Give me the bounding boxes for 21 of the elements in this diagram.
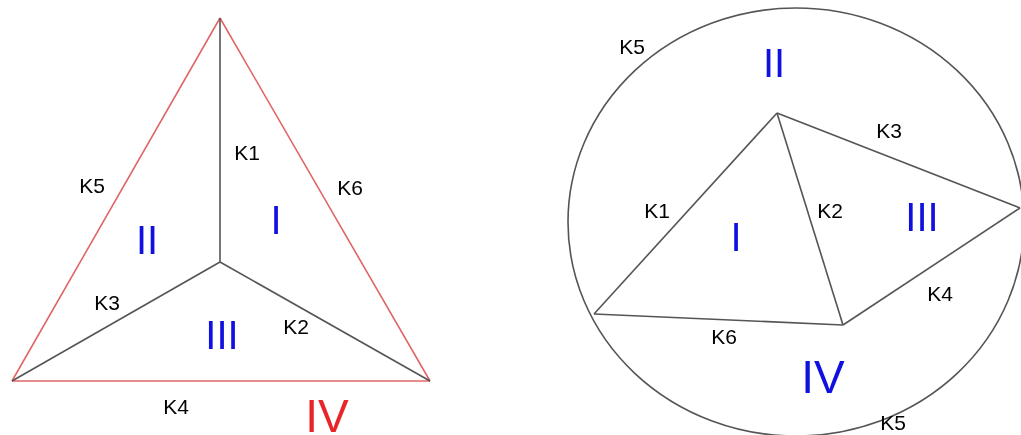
line-name: K2 <box>283 315 309 337</box>
line-name: K5 <box>619 35 645 57</box>
region-numeral: I <box>270 200 282 240</box>
line-name: K6 <box>711 325 737 347</box>
region-numeral: I <box>730 217 742 257</box>
line-name: K5 <box>79 174 105 196</box>
line-name: K1 <box>234 141 260 163</box>
region-numeral: IV <box>801 354 845 400</box>
region-numeral: II <box>762 43 786 83</box>
line-name: K4 <box>927 282 953 304</box>
region-numeral: IV <box>305 393 349 435</box>
line-name: K4 <box>163 395 189 417</box>
region-numeral: III <box>905 197 939 237</box>
line-name: K3 <box>876 119 902 141</box>
line-name: K1 <box>644 199 670 221</box>
line-name: K2 <box>817 199 843 221</box>
line-name: K6 <box>337 176 363 198</box>
line-name: K3 <box>94 291 120 313</box>
region-numeral: III <box>205 315 239 355</box>
line-name: K5 <box>880 411 906 433</box>
region-numeral: II <box>135 220 159 260</box>
